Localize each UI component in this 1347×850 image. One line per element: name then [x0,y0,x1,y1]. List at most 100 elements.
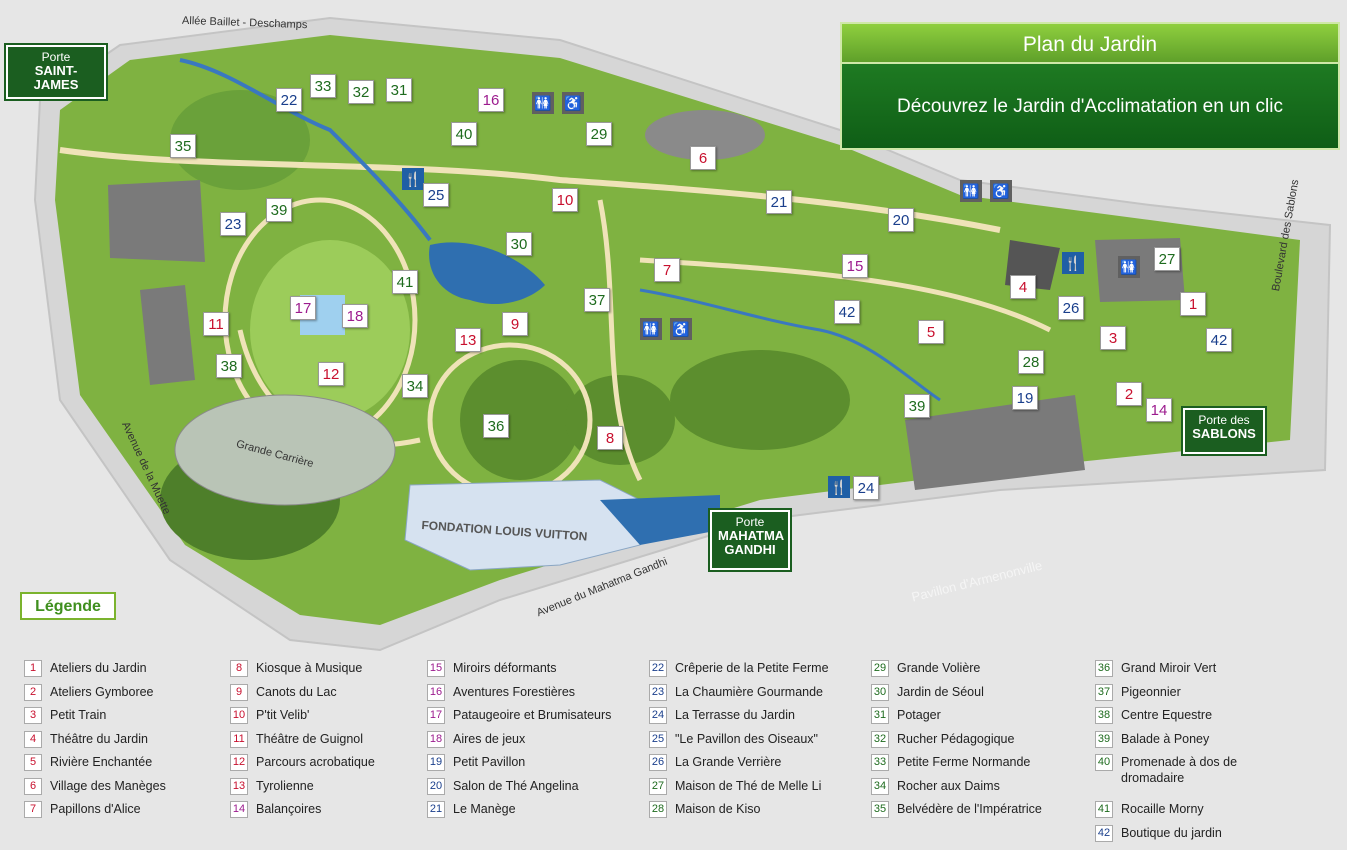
map-marker-5[interactable]: 5 [918,320,944,344]
map-marker-41[interactable]: 41 [392,270,418,294]
map-marker-12[interactable]: 12 [318,362,344,386]
map-marker-42[interactable]: 42 [834,300,860,324]
map-marker-2[interactable]: 2 [1116,382,1142,406]
map-marker-11[interactable]: 11 [203,312,229,336]
map-marker-18[interactable]: 18 [342,304,368,328]
map-marker-25[interactable]: 25 [423,183,449,207]
map-marker-10[interactable]: 10 [552,188,578,212]
map-marker-23[interactable]: 23 [220,212,246,236]
map-marker-7[interactable]: 7 [654,258,680,282]
map-marker-24[interactable]: 24 [853,476,879,500]
map-marker-26[interactable]: 26 [1058,296,1084,320]
map-marker-37[interactable]: 37 [584,288,610,312]
toilets-icon[interactable]: 🚻 [960,180,982,202]
map-marker-4[interactable]: 4 [1010,275,1036,299]
wheelchair-icon[interactable]: ♿ [990,180,1012,202]
map-marker-21[interactable]: 21 [766,190,792,214]
map-marker-34[interactable]: 34 [402,374,428,398]
map-marker-40[interactable]: 40 [451,122,477,146]
fork-knife-icon[interactable]: 🍴 [402,168,424,190]
map-marker-22[interactable]: 22 [276,88,302,112]
map-marker-20[interactable]: 20 [888,208,914,232]
wheelchair-icon[interactable]: ♿ [562,92,584,114]
map-marker-15[interactable]: 15 [842,254,868,278]
map-marker-33[interactable]: 33 [310,74,336,98]
fork-knife-icon[interactable]: 🍴 [1062,252,1084,274]
map-marker-13[interactable]: 13 [455,328,481,352]
map-marker-30[interactable]: 30 [506,232,532,256]
legend-item[interactable]: 25"Le Pavillon des Oiseaux" [649,730,853,755]
map-marker-6[interactable]: 6 [690,146,716,170]
toilets-icon[interactable]: 🚻 [640,318,662,340]
map-marker-9[interactable]: 9 [502,312,528,336]
map-marker-27[interactable]: 27 [1154,247,1180,271]
map-marker-3[interactable]: 3 [1100,326,1126,350]
gate-mahatma-gandhi[interactable]: Porte MAHATMA GANDHI [708,508,792,572]
map-marker-39b[interactable]: 39 [266,198,292,222]
map-marker-36[interactable]: 36 [483,414,509,438]
map-marker-42b[interactable]: 42 [1206,328,1232,352]
map-marker-19[interactable]: 19 [1012,386,1038,410]
map-marker-28[interactable]: 28 [1018,350,1044,374]
fork-knife-icon[interactable]: 🍴 [828,476,850,498]
map-marker-8[interactable]: 8 [597,426,623,450]
map-marker-32[interactable]: 32 [348,80,374,104]
map-marker-1[interactable]: 1 [1180,292,1206,316]
gate-sablons[interactable]: Porte des SABLONS [1181,406,1267,456]
gate-saint-james[interactable]: Porte SAINT-JAMES [4,43,108,101]
map-marker-29[interactable]: 29 [586,122,612,146]
map-marker-39[interactable]: 39 [904,394,930,418]
map-marker-38[interactable]: 38 [216,354,242,378]
page-subtitle[interactable]: Découvrez le Jardin d'Acclimatation en u… [840,64,1340,150]
map-marker-17[interactable]: 17 [290,296,316,320]
map-marker-16[interactable]: 16 [478,88,504,112]
map-marker-31[interactable]: 31 [386,78,412,102]
map-marker-35[interactable]: 35 [170,134,196,158]
toilets-icon[interactable]: 🚻 [1118,256,1140,278]
map-marker-14[interactable]: 14 [1146,398,1172,422]
wheelchair-icon[interactable]: ♿ [670,318,692,340]
toilets-icon[interactable]: 🚻 [532,92,554,114]
